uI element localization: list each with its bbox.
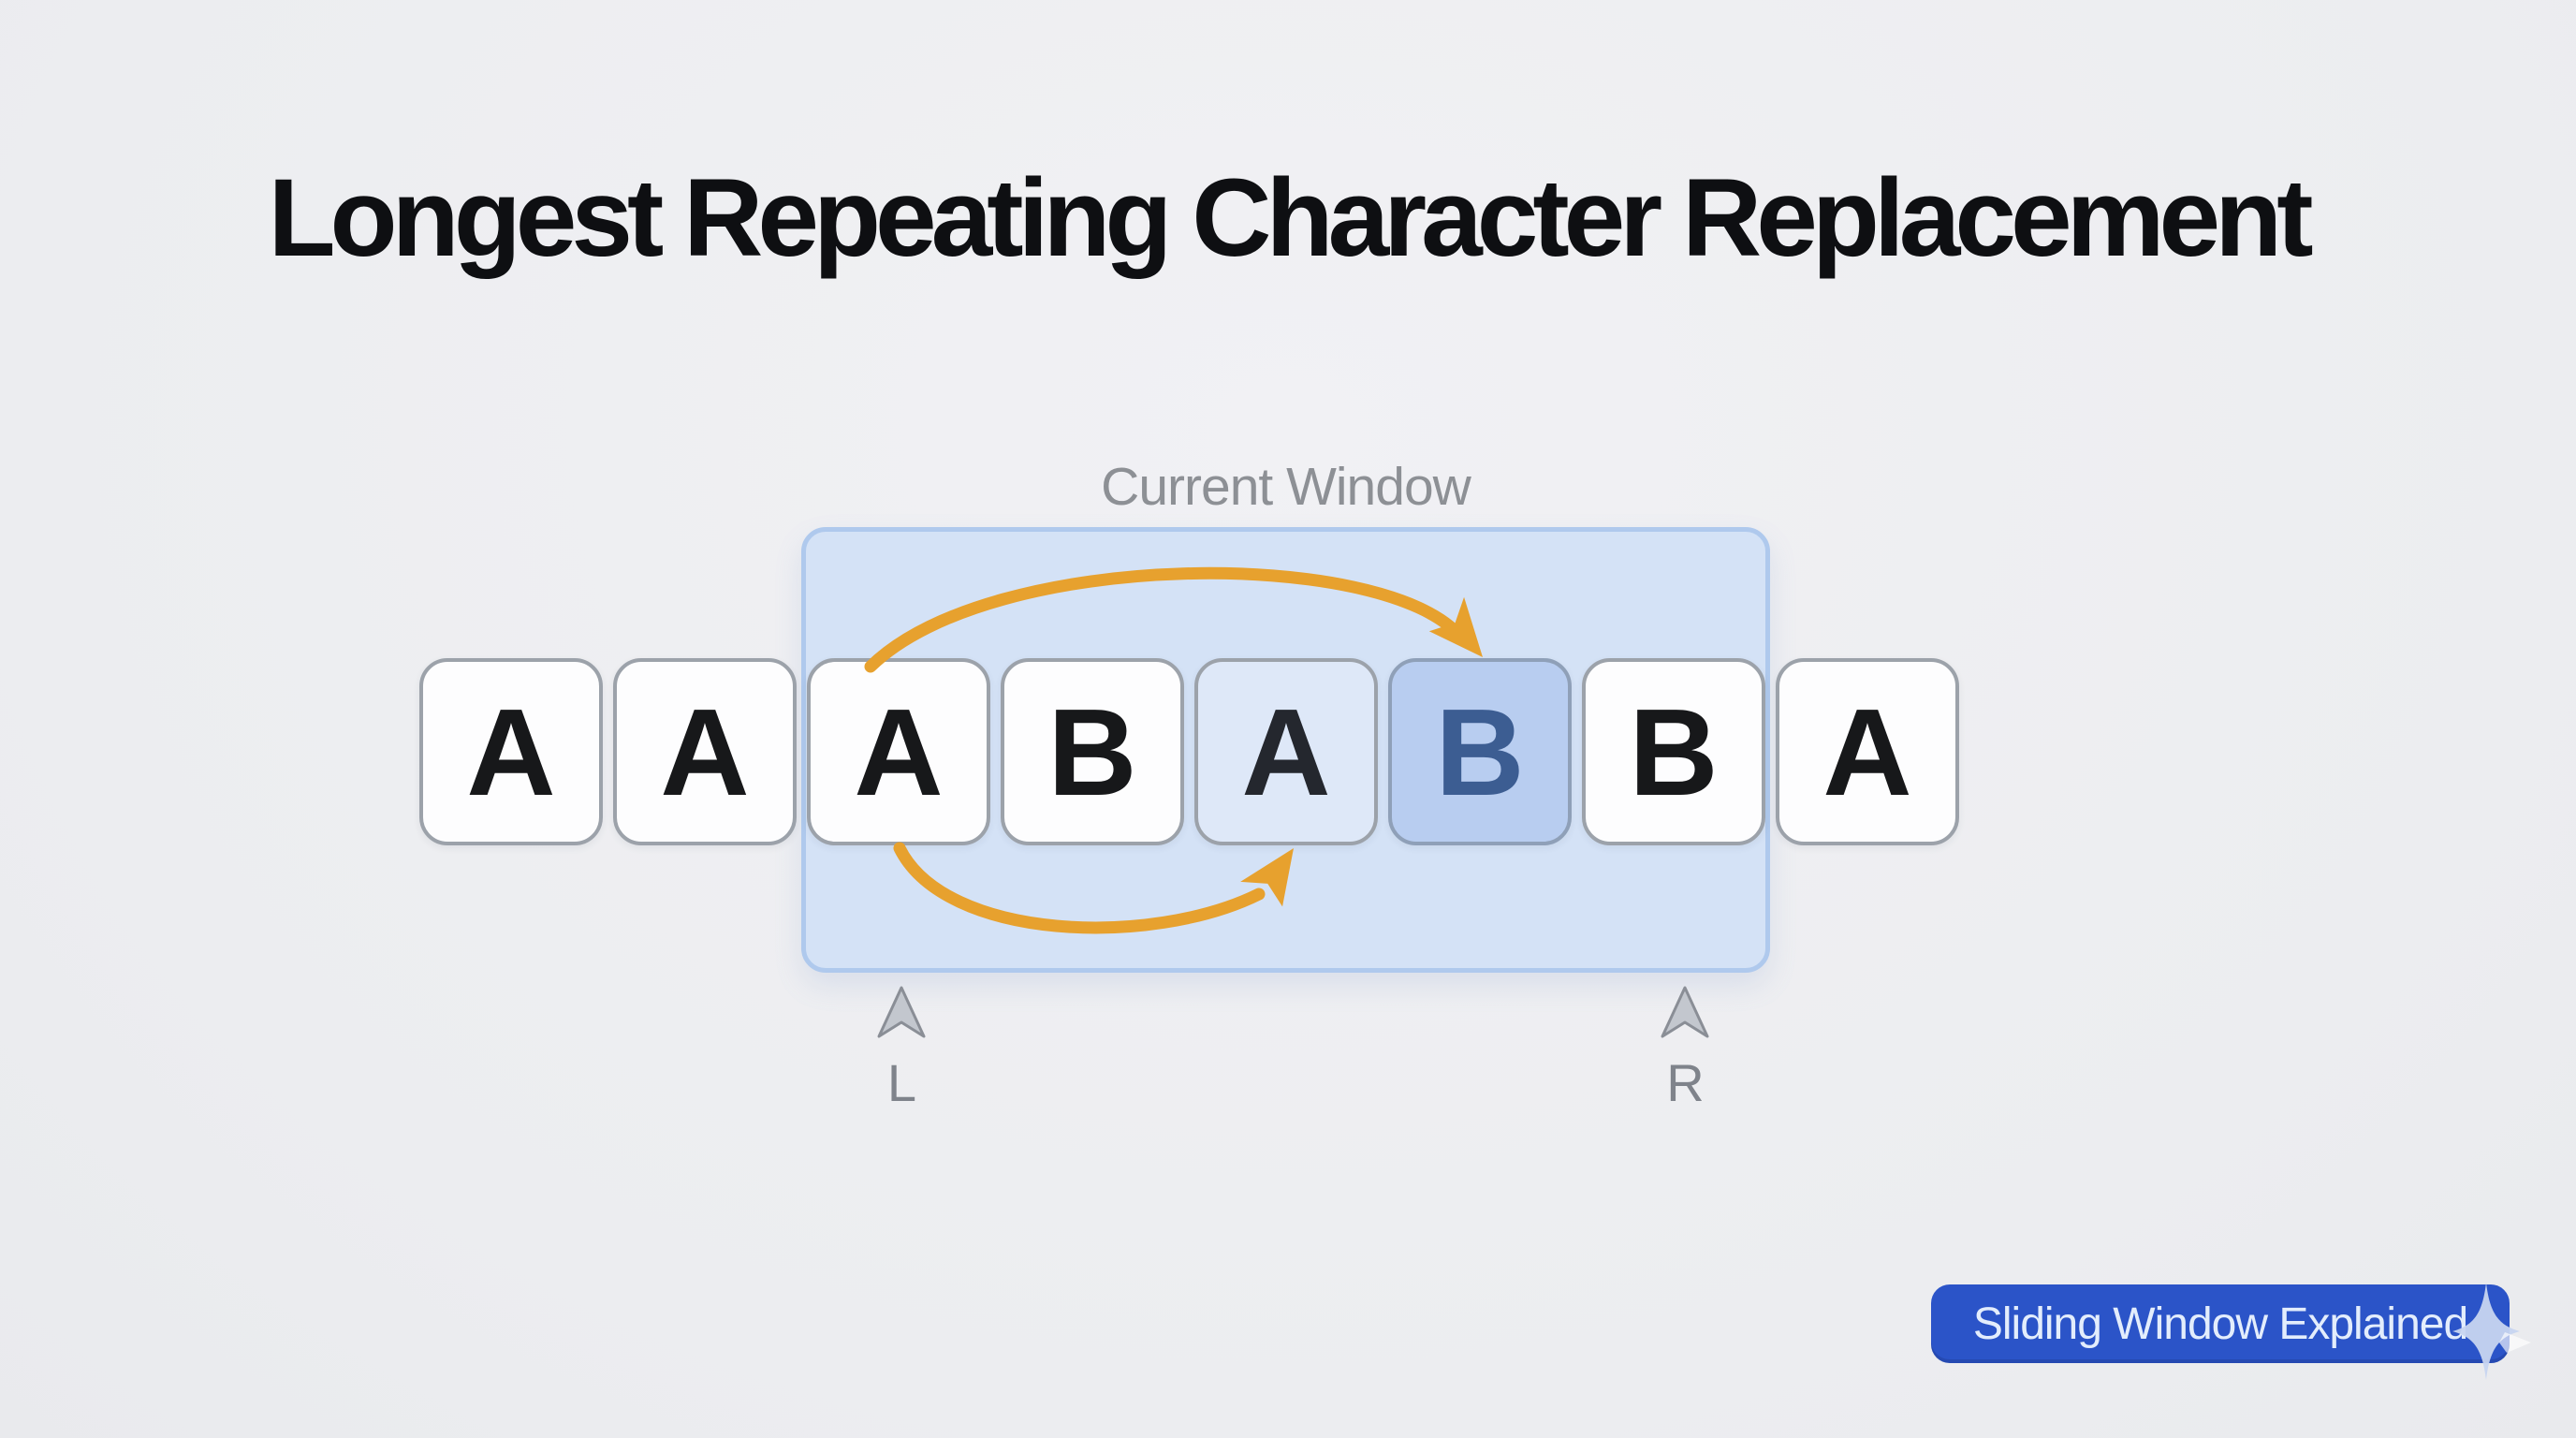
sparkle-star (2452, 1283, 2520, 1380)
sliding-window-explained-button[interactable]: Sliding Window Explained (1931, 1284, 2510, 1363)
sparkle-glint (2499, 1332, 2531, 1353)
left-pointer-icon (877, 986, 926, 1038)
left-pointer-label: L (886, 1053, 916, 1112)
page-title: Longest Repeating Character Replacement (268, 156, 2313, 280)
right-pointer-label: R (1666, 1053, 1704, 1112)
char-box-2: A (613, 658, 797, 845)
sparkle-icon (2452, 1283, 2531, 1380)
char-box-8: A (1776, 658, 1959, 845)
char-box-7: B (1582, 658, 1765, 845)
char-box-3: A (807, 658, 990, 845)
left-pointer: L (841, 985, 962, 1113)
char-box-6: B (1388, 658, 1572, 845)
right-pointer-icon (1661, 986, 1709, 1038)
char-box-1: A (419, 658, 603, 845)
character-sequence: A A A B A B B A (419, 658, 1959, 845)
sliding-window-explained-label: Sliding Window Explained (1972, 1299, 2468, 1349)
right-pointer: R (1624, 985, 1746, 1113)
char-box-5: A (1194, 658, 1378, 845)
current-window-label: Current Window (1101, 457, 1471, 517)
char-box-4: B (1001, 658, 1184, 845)
